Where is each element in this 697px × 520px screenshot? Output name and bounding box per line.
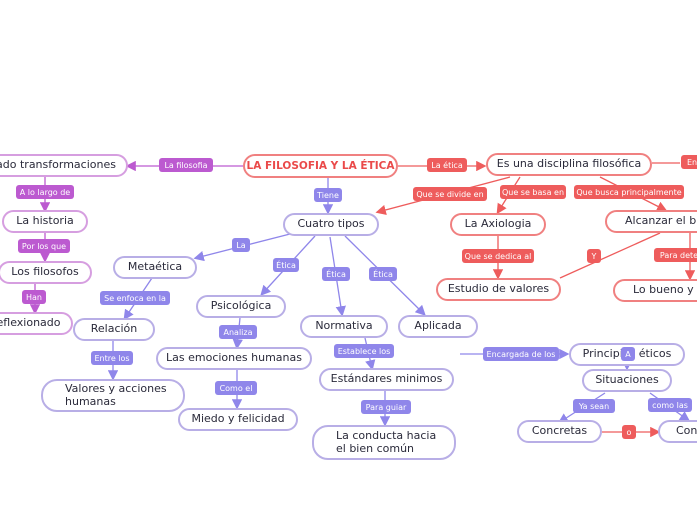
- label-establece[interactable]: Establece los: [334, 344, 394, 358]
- node-alcanzar[interactable]: Alcanzar el bie: [605, 210, 697, 233]
- label-o[interactable]: o: [622, 425, 636, 439]
- node-reflexionado[interactable]: eflexionado: [0, 312, 73, 335]
- node-emociones[interactable]: Las emociones humanas: [156, 347, 312, 370]
- node-conducta[interactable]: La conducta hacia el bien común: [312, 425, 456, 460]
- label-por-los-que[interactable]: Por los que: [18, 239, 70, 253]
- node-situaciones[interactable]: Situaciones: [582, 369, 672, 392]
- label-para-guiar[interactable]: Para guiar: [361, 400, 411, 414]
- label-han[interactable]: Han: [22, 290, 46, 304]
- label-analiza[interactable]: Analiza: [219, 325, 257, 339]
- label-para-dete[interactable]: Para dete: [654, 248, 697, 262]
- node-estandares[interactable]: Estándares minimos: [319, 368, 454, 391]
- label-como-las[interactable]: como las: [648, 398, 692, 412]
- node-transformaciones[interactable]: ado transformaciones: [0, 154, 128, 177]
- label-busca[interactable]: Que busca principalmente: [574, 185, 684, 199]
- node-metaetica[interactable]: Metaética: [113, 256, 197, 279]
- node-psicologica[interactable]: Psicológica: [196, 295, 286, 318]
- node-bueno[interactable]: Lo bueno y lo: [613, 279, 697, 302]
- node-concretas[interactable]: Concretas: [517, 420, 602, 443]
- label-la-filosofia[interactable]: La filosofia: [159, 158, 213, 172]
- node-cont[interactable]: Cont: [658, 420, 697, 443]
- label-y[interactable]: Y: [587, 249, 601, 263]
- node-valores-acciones[interactable]: Valores y acciones humanas: [41, 379, 185, 412]
- node-historia[interactable]: La historia: [2, 210, 88, 233]
- root-node[interactable]: LA FILOSOFIA Y LA ÉTICA: [243, 154, 398, 178]
- node-miedo[interactable]: Miedo y felicidad: [178, 408, 298, 431]
- label-etica-3[interactable]: Ética: [369, 267, 397, 281]
- label-se-basa[interactable]: Que se basa en: [500, 185, 566, 199]
- label-a-visible[interactable]: A: [621, 347, 635, 361]
- label-se-enfoca[interactable]: Se enfoca en la: [100, 291, 170, 305]
- label-ya-sean[interactable]: Ya sean: [573, 399, 615, 413]
- label-como-el[interactable]: Como el: [215, 381, 257, 395]
- label-encargada[interactable]: Encargada de los: [483, 347, 559, 361]
- edge-estudio-alcanzar: [559, 232, 661, 279]
- node-normativa[interactable]: Normativa: [300, 315, 388, 338]
- label-en[interactable]: En: [681, 155, 697, 169]
- label-se-divide[interactable]: Que se divide en: [413, 187, 487, 201]
- label-la[interactable]: La: [232, 238, 250, 252]
- label-se-dedica[interactable]: Que se dedica al: [462, 249, 534, 263]
- label-a-lo-largo[interactable]: A lo largo de: [16, 185, 74, 199]
- node-filosofos[interactable]: Los filosofos: [0, 261, 92, 284]
- node-cuatro-tipos[interactable]: Cuatro tipos: [283, 213, 379, 236]
- node-disciplina[interactable]: Es una disciplina filosófica: [486, 153, 652, 176]
- label-entre-los[interactable]: Entre los: [91, 351, 133, 365]
- node-aplicada[interactable]: Aplicada: [398, 315, 478, 338]
- label-etica-2[interactable]: Ética: [322, 267, 350, 281]
- label-la-etica[interactable]: La ética: [427, 158, 467, 172]
- label-etica-1[interactable]: Ética: [273, 258, 299, 272]
- label-tiene[interactable]: Tiene: [314, 188, 342, 202]
- node-relacion[interactable]: Relación: [73, 318, 155, 341]
- node-axiologia[interactable]: La Axiologia: [450, 213, 546, 236]
- node-estudio-valores[interactable]: Estudio de valores: [436, 278, 561, 301]
